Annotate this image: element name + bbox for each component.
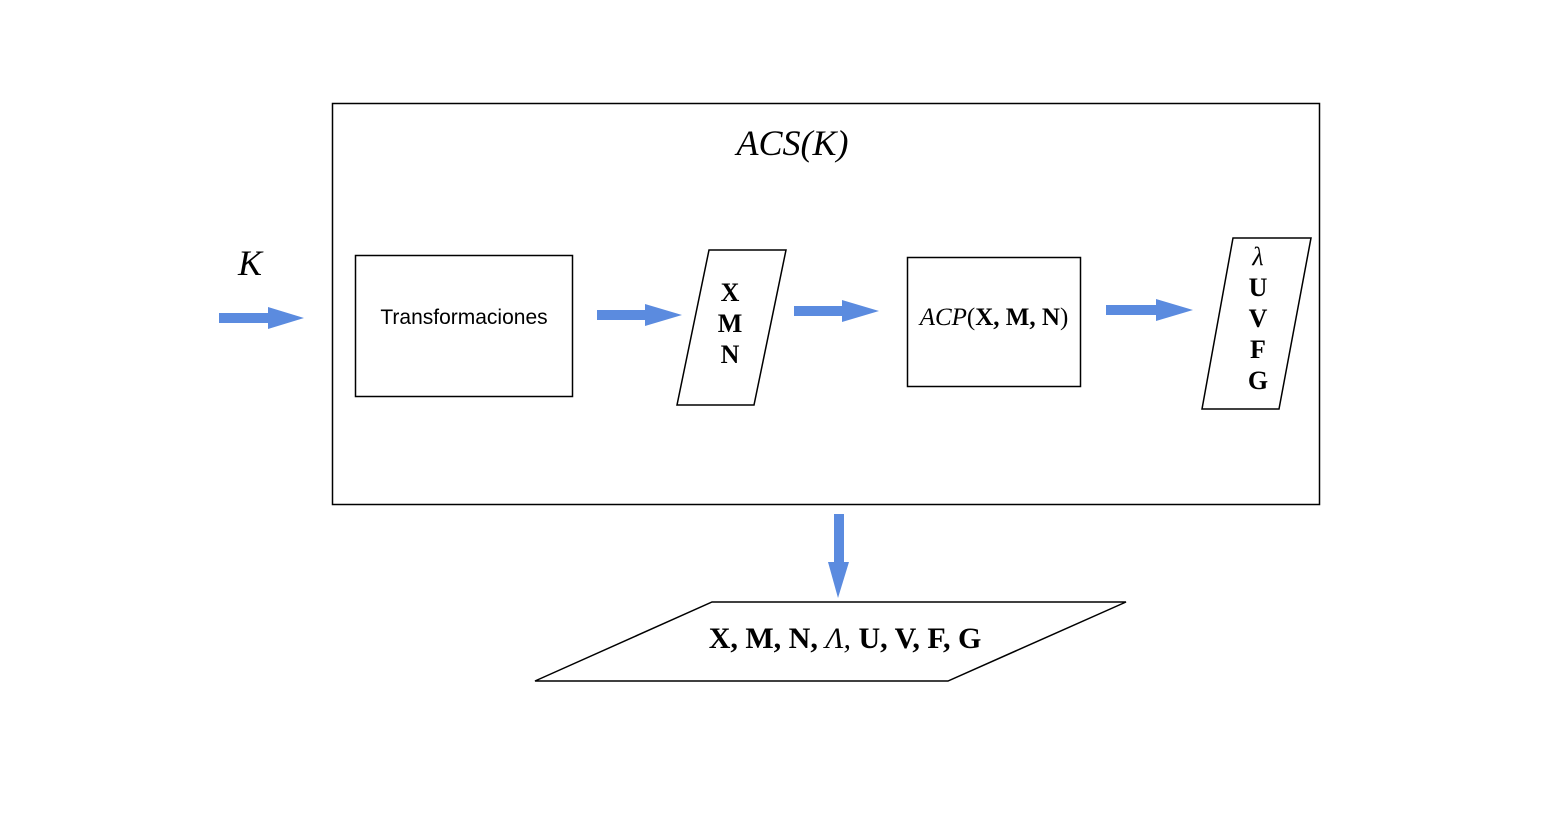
output-parallelogram xyxy=(1201,237,1312,410)
acp-prefix: ACP xyxy=(919,304,967,331)
arrow-input-to-box xyxy=(219,307,304,329)
output-item-lambda: λ xyxy=(1252,242,1264,271)
acp-label: ACP(X, M, N) xyxy=(908,304,1080,332)
result-part-1: X, M, N, xyxy=(708,622,818,655)
xmn-item-x: X xyxy=(720,278,740,307)
xmn-parallelogram xyxy=(676,249,787,406)
xmn-item-m: M xyxy=(717,309,743,338)
arrow-xmn-to-acp xyxy=(794,300,879,322)
xmn-item-n: N xyxy=(720,340,740,369)
result-label: X, M, N, Λ, U, V, F, G xyxy=(640,622,1050,656)
acs-title: ACS(K) xyxy=(736,123,849,163)
transform-label: Transformaciones xyxy=(380,306,548,329)
arrow-transform-to-xmn xyxy=(597,304,682,326)
acs-outer-box xyxy=(331,102,1321,506)
transform-box xyxy=(354,254,574,398)
result-part-lambda: Λ, xyxy=(825,622,851,655)
result-part-3: U, V, F, G xyxy=(858,622,982,655)
output-item-v: V xyxy=(1248,304,1268,333)
acp-close-paren: ) xyxy=(1059,304,1069,331)
arrow-acp-to-output xyxy=(1106,299,1193,321)
xmn-stack: X M N xyxy=(700,277,760,370)
acp-open-paren: ( xyxy=(966,304,976,331)
arrow-box-to-result xyxy=(828,514,849,598)
acp-box xyxy=(906,256,1082,388)
result-parallelogram xyxy=(534,601,1127,682)
acp-args: X, M, N xyxy=(975,304,1060,331)
output-stack: λ U V F G xyxy=(1228,241,1288,396)
output-item-u: U xyxy=(1248,273,1268,302)
input-label: K xyxy=(237,243,262,283)
output-item-f: F xyxy=(1250,335,1266,364)
output-item-g: G xyxy=(1247,366,1269,395)
